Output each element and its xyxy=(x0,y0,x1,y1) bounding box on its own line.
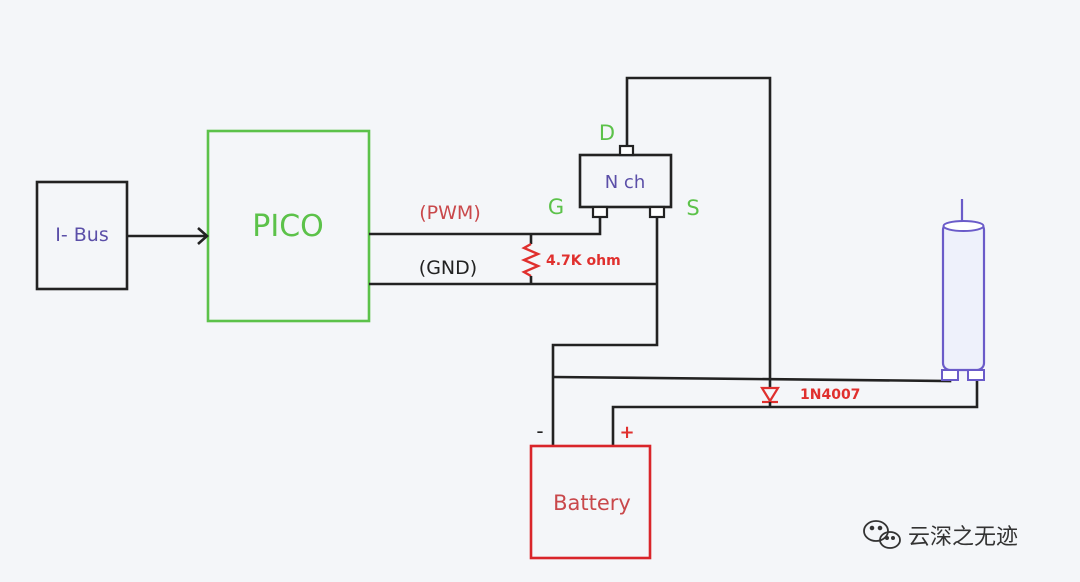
pwm-label: (PWM) xyxy=(419,202,480,224)
ibus-block: I- Bus xyxy=(35,180,129,291)
resistor-label: 4.7K ohm xyxy=(546,253,621,269)
pico-label: PICO xyxy=(252,209,324,244)
battery-positive-label: + xyxy=(619,422,634,443)
diode-label: 1N4007 xyxy=(800,387,860,403)
battery-label: Battery xyxy=(553,491,631,515)
gnd-label: (GND) xyxy=(419,257,477,279)
battery-negative-label: - xyxy=(536,419,543,443)
motor-icon xyxy=(941,199,986,381)
ibus-label: I- Bus xyxy=(55,224,108,246)
source-wire xyxy=(551,217,659,446)
motor-return-wire xyxy=(552,372,952,383)
mosfet-label: N ch xyxy=(605,172,646,193)
source-label: S xyxy=(686,196,699,220)
pico-block: PICO xyxy=(206,129,371,323)
diode-1n4007 xyxy=(760,386,780,407)
ibus-to-pico-arrow xyxy=(127,227,209,245)
mosfet-nch: N ch xyxy=(578,144,673,219)
drain-pin xyxy=(618,144,635,157)
drain-wire xyxy=(625,76,772,388)
positive-wire xyxy=(611,381,979,446)
watermark-text: 云深之无迹 xyxy=(908,525,1018,550)
gate-pin xyxy=(591,205,609,219)
pwm-wire xyxy=(369,217,602,236)
source-pin xyxy=(648,205,666,219)
drain-label: D xyxy=(599,121,615,145)
wechat-logo-icon xyxy=(863,520,901,549)
battery-block: Battery xyxy=(529,444,652,560)
resistor-4k7 xyxy=(520,234,542,284)
gate-label: G xyxy=(548,195,564,219)
